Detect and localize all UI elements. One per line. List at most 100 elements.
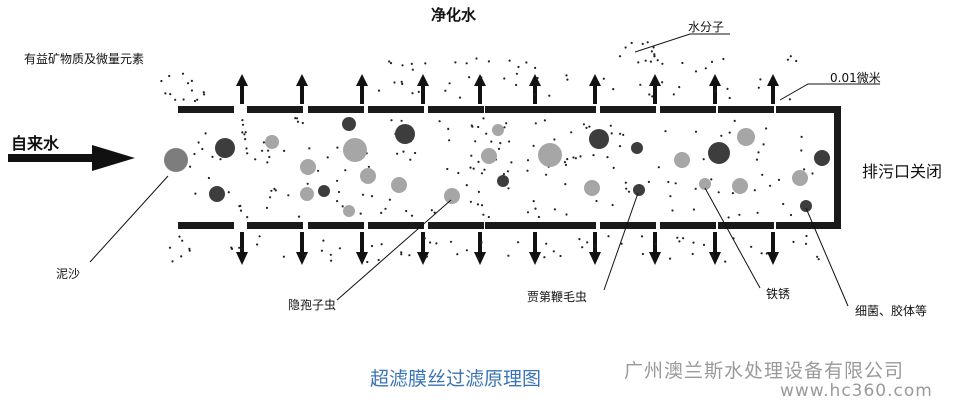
water-dot bbox=[480, 76, 483, 79]
water-dot bbox=[211, 155, 214, 158]
company-watermark: 广州澳兰斯水处理设备有限公司 bbox=[624, 360, 905, 382]
down-arrow bbox=[709, 232, 721, 265]
up-arrow bbox=[529, 74, 541, 104]
water-dot bbox=[320, 249, 323, 252]
water-dot bbox=[449, 240, 453, 243]
particle bbox=[589, 129, 609, 149]
water-dot bbox=[477, 160, 480, 163]
water-dot bbox=[306, 182, 309, 185]
bacteria-colloids-label: 细菌、胶体等 bbox=[855, 304, 928, 318]
water-dot bbox=[526, 159, 530, 162]
water-dot bbox=[388, 198, 391, 201]
down-arrow bbox=[649, 232, 661, 265]
water-dot bbox=[265, 206, 269, 209]
water-dot bbox=[593, 245, 596, 248]
water-dot bbox=[786, 58, 790, 61]
inlet-arrow bbox=[8, 145, 135, 171]
particle bbox=[800, 200, 812, 212]
water-dot bbox=[241, 119, 244, 122]
water-dot bbox=[692, 241, 695, 244]
water-dot bbox=[526, 169, 529, 172]
water-dot bbox=[390, 119, 393, 122]
particle bbox=[395, 124, 415, 144]
water-dot bbox=[408, 254, 411, 257]
water-dot bbox=[640, 235, 644, 238]
water-dot bbox=[672, 93, 675, 96]
down-arrow bbox=[356, 232, 368, 265]
water-dot bbox=[477, 257, 480, 260]
water-dot bbox=[578, 238, 581, 241]
water-dot bbox=[477, 190, 480, 193]
water-dot bbox=[618, 145, 622, 148]
membrane-segment bbox=[540, 222, 596, 229]
permeate-down-arrows bbox=[236, 232, 779, 265]
water-dot bbox=[188, 249, 191, 252]
sediment-label: 泥沙 bbox=[56, 267, 81, 281]
water-dot bbox=[465, 62, 468, 65]
water-dot bbox=[515, 83, 518, 87]
water-dot bbox=[338, 247, 341, 250]
down-arrow bbox=[589, 232, 601, 265]
water-dot bbox=[534, 122, 537, 125]
water-dot bbox=[671, 209, 674, 212]
membrane-segment bbox=[178, 106, 234, 113]
water-dot bbox=[244, 138, 247, 141]
water-dot bbox=[424, 62, 427, 65]
water-dot bbox=[322, 239, 325, 242]
water-dot bbox=[710, 60, 714, 64]
water-dot bbox=[726, 87, 729, 90]
water-dot bbox=[477, 125, 480, 129]
particle bbox=[814, 150, 830, 166]
membrane-segment bbox=[600, 106, 656, 113]
water-dot bbox=[681, 61, 684, 65]
water-dot bbox=[639, 83, 642, 86]
water-dot bbox=[532, 200, 535, 203]
water-dot bbox=[507, 254, 510, 257]
water-dot bbox=[448, 82, 451, 85]
water-dot bbox=[483, 168, 486, 171]
water-dot bbox=[446, 167, 449, 171]
water-dot bbox=[197, 141, 200, 144]
water-dot bbox=[566, 158, 569, 161]
water-dot bbox=[227, 191, 230, 194]
water-dot bbox=[341, 205, 344, 208]
water-dot bbox=[411, 92, 414, 95]
tap-water-label: 自来水 bbox=[11, 134, 60, 153]
water-dot bbox=[400, 119, 403, 122]
water-dot bbox=[572, 156, 575, 159]
water-dot bbox=[800, 149, 803, 152]
water-dot bbox=[202, 91, 205, 94]
water-dot bbox=[268, 155, 271, 159]
particle bbox=[708, 142, 730, 164]
water-dot bbox=[337, 190, 341, 194]
water-dot bbox=[282, 255, 285, 258]
water-dot bbox=[704, 67, 707, 70]
water-dot bbox=[384, 207, 387, 210]
water-dot bbox=[171, 260, 174, 263]
water-dot bbox=[775, 252, 779, 256]
water-dot bbox=[377, 89, 381, 92]
water-dot bbox=[366, 260, 369, 264]
water-dot bbox=[637, 61, 640, 64]
water-dot bbox=[448, 139, 451, 142]
water-dot bbox=[194, 192, 197, 195]
water-dot bbox=[203, 93, 206, 96]
water-dot bbox=[330, 259, 333, 262]
water-dot bbox=[694, 70, 698, 73]
water-dot bbox=[624, 46, 627, 49]
membrane-segment bbox=[247, 106, 303, 113]
water-dot bbox=[410, 214, 414, 217]
particle bbox=[342, 117, 356, 131]
water-dot bbox=[788, 98, 792, 101]
water-dot bbox=[476, 203, 479, 206]
water-dot bbox=[180, 255, 183, 258]
water-dot bbox=[581, 246, 584, 249]
water-dot bbox=[515, 72, 519, 75]
water-dot bbox=[370, 244, 374, 248]
water-dot bbox=[759, 78, 762, 81]
membrane-segment bbox=[540, 106, 596, 113]
water-dot bbox=[329, 253, 332, 256]
water-dot bbox=[269, 196, 272, 199]
up-arrow bbox=[589, 74, 601, 104]
particle bbox=[699, 178, 711, 190]
